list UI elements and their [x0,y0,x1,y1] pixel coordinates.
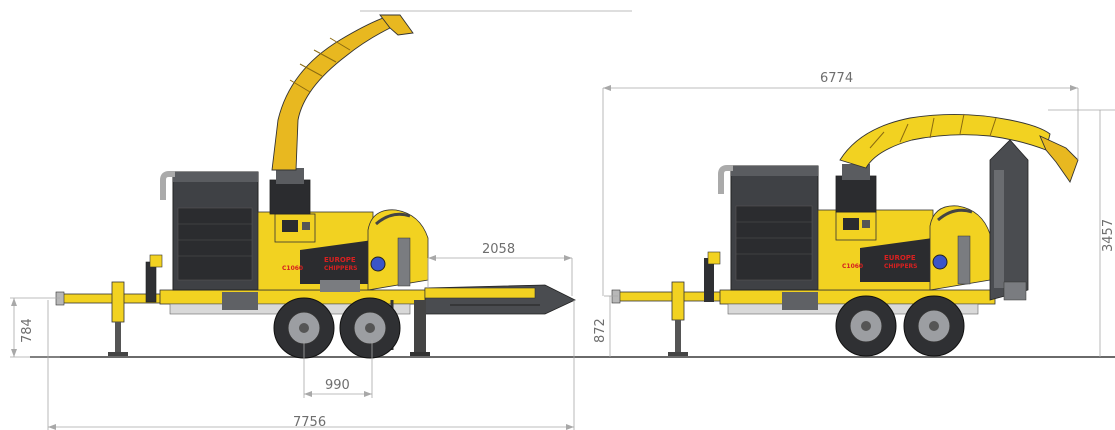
right-rear-wheel [835,295,897,357]
left-brand-top: EUROPE [324,256,356,264]
dim-right-total-height: 3457 [1101,219,1115,252]
right-brand-top: EUROPE [884,254,916,262]
right-front-wheel [903,295,965,357]
right-brand-bottom: CHIPPERS [884,263,918,270]
dim-right-total-length: 6774 [820,71,853,86]
left-brand-bottom: CHIPPERS [324,265,358,272]
dim-left-drawbar-height: 784 [20,318,35,343]
dim-left-feed-table-length: 2058 [482,242,515,257]
dim-left-axle-spacing: 990 [325,378,350,393]
dim-left-total-length: 7756 [293,415,326,430]
right-model-label: C1060 [842,263,863,270]
dim-right-drawbar-height: 872 [593,318,608,343]
left-front-wheel [339,297,401,359]
dimension-arrowheads [11,85,1078,430]
left-model-label: C1060 [282,265,303,272]
dimension-lines [10,10,1115,430]
left-machine-transport-view: EUROPE CHIPPERS C1060 [55,14,576,359]
right-machine-working-view: EUROPE CHIPPERS C1060 [611,113,1079,357]
left-rear-wheel [273,297,335,359]
